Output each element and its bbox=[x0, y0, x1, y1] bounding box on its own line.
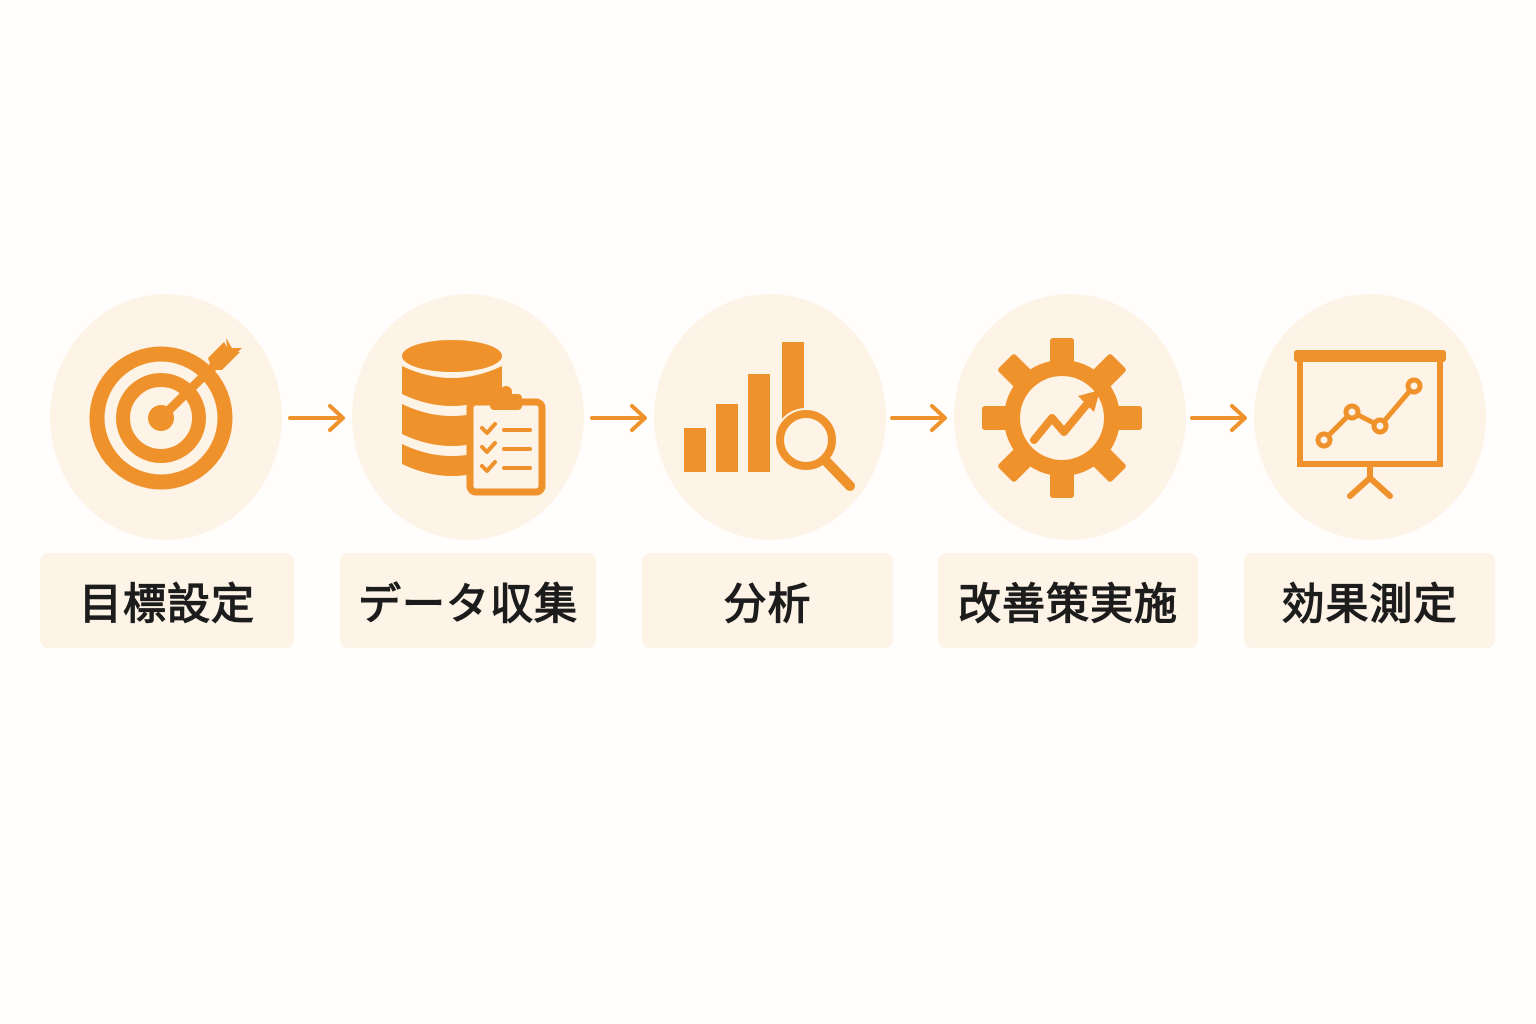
database-checklist-icon bbox=[402, 340, 546, 496]
bar-chart-magnifier-icon bbox=[684, 342, 855, 491]
arrow-right-icon bbox=[890, 404, 947, 432]
step-5-circle bbox=[1254, 294, 1486, 540]
arrow-right-icon bbox=[590, 404, 647, 432]
step-2-label: データ収集 bbox=[340, 553, 596, 648]
step-5-label: 効果測定 bbox=[1244, 553, 1495, 648]
step-1-label: 目標設定 bbox=[40, 553, 294, 648]
step-2-circle bbox=[352, 294, 584, 540]
gear-trend-icon bbox=[982, 338, 1142, 498]
step-1-circle bbox=[50, 294, 282, 540]
arrow-right-icon bbox=[1190, 404, 1247, 432]
step-4-circle bbox=[954, 294, 1186, 540]
arrow-right-icon bbox=[288, 404, 345, 432]
step-4-label: 改善策実施 bbox=[938, 553, 1198, 648]
presentation-chart-icon bbox=[1294, 350, 1446, 499]
target-icon bbox=[89, 338, 242, 490]
step-3-label: 分析 bbox=[642, 553, 893, 648]
step-3-circle bbox=[654, 294, 886, 540]
